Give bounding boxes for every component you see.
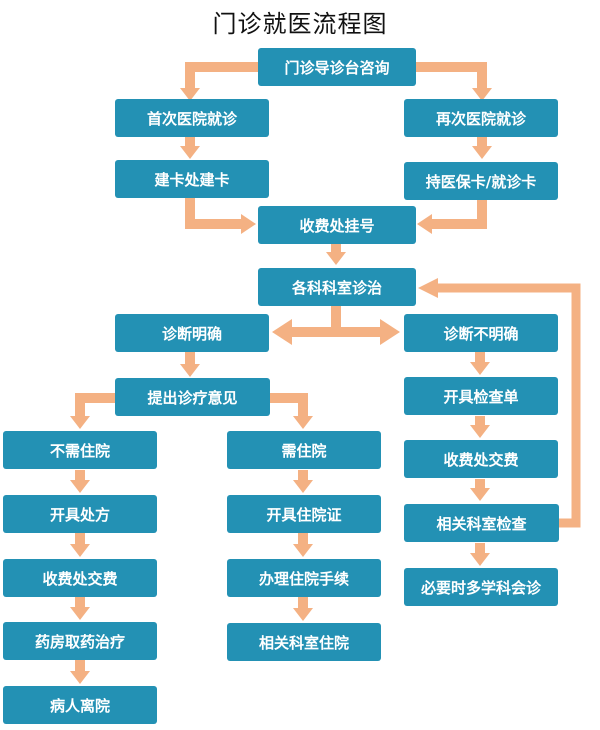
arrowhead-prescription-to-fee xyxy=(70,544,90,557)
arrowhead-clear-to-opinion xyxy=(180,364,200,377)
node-dept-exam: 相关科室检查 xyxy=(404,504,559,542)
arrow-card-to-register xyxy=(185,198,243,229)
node-diagnosis-clear: 诊断明确 xyxy=(115,314,269,352)
arrowhead-fee-to-deptexam xyxy=(470,488,490,501)
arrowhead-return-to-card xyxy=(472,146,492,159)
arrowhead-feedback-loop xyxy=(418,278,438,298)
node-diagnosis-unclear: 诊断不明确 xyxy=(404,314,558,352)
arrowhead-no-to-prescription xyxy=(70,480,90,493)
node-no-admission: 不需住院 xyxy=(3,431,157,469)
arrowhead-proc-to-inpatient xyxy=(293,608,313,621)
arrowhead-hold-to-register xyxy=(417,214,432,234)
arrow-consult-to-first xyxy=(185,62,258,90)
arrow-opinion-to-no xyxy=(75,393,115,418)
node-pharmacy: 药房取药治疗 xyxy=(3,622,157,660)
node-discharge: 病人离院 xyxy=(3,686,157,724)
arrowhead-deptexam-to-consultation xyxy=(470,553,490,566)
arrowhead-exam-to-fee xyxy=(470,425,490,438)
node-pay-fee-left: 收费处交费 xyxy=(3,559,157,597)
arrowhead-consult-to-return xyxy=(472,88,492,101)
arrowhead-card-to-register xyxy=(241,214,256,234)
arrow-opinion-to-need xyxy=(270,393,308,418)
arrow-hold-to-register xyxy=(430,198,487,229)
node-consultation: 必要时多学科会诊 xyxy=(404,568,558,606)
arrowhead-register-to-dept xyxy=(326,252,346,265)
arrowhead-opinion-to-need xyxy=(293,416,313,429)
arrowhead-opinion-to-no xyxy=(70,416,90,429)
arrow-feedback-loop xyxy=(436,283,581,528)
arrowhead-unclear-to-exam xyxy=(470,362,490,375)
node-return-visit: 再次医院就诊 xyxy=(404,99,558,137)
node-register: 收费处挂号 xyxy=(258,206,416,244)
page-title: 门诊就医流程图 xyxy=(212,10,388,38)
arrow-consult-to-return xyxy=(416,62,487,90)
node-dept-inpatient: 相关科室住院 xyxy=(227,623,381,661)
arrowhead-consult-to-first xyxy=(180,88,200,101)
arrowhead-pharmacy-to-discharge xyxy=(70,671,90,684)
node-create-card: 建卡处建卡 xyxy=(115,160,269,198)
node-admission-proc: 办理住院手续 xyxy=(227,559,381,597)
node-exam-order: 开具检查单 xyxy=(404,377,558,415)
arrowhead-need-to-cert xyxy=(293,480,313,493)
arrowhead-first-to-card xyxy=(180,146,200,159)
node-treatment-opinion: 提出诊疗意见 xyxy=(115,378,270,416)
node-department: 各科科室诊治 xyxy=(258,268,416,306)
arrowhead-to-clear xyxy=(272,319,292,345)
arrowhead-fee-to-pharmacy xyxy=(70,607,90,620)
node-consult: 门诊导诊台咨询 xyxy=(258,48,416,86)
node-prescription: 开具处方 xyxy=(3,495,157,533)
node-admission-cert: 开具住院证 xyxy=(227,495,381,533)
node-pay-fee-right: 收费处交费 xyxy=(404,440,558,478)
node-first-visit: 首次医院就诊 xyxy=(115,99,269,137)
arrowhead-to-unclear xyxy=(380,319,400,345)
node-need-admission: 需住院 xyxy=(227,431,381,469)
node-hold-card: 持医保卡/就诊卡 xyxy=(404,162,558,200)
arrowhead-cert-to-proc xyxy=(293,544,313,557)
